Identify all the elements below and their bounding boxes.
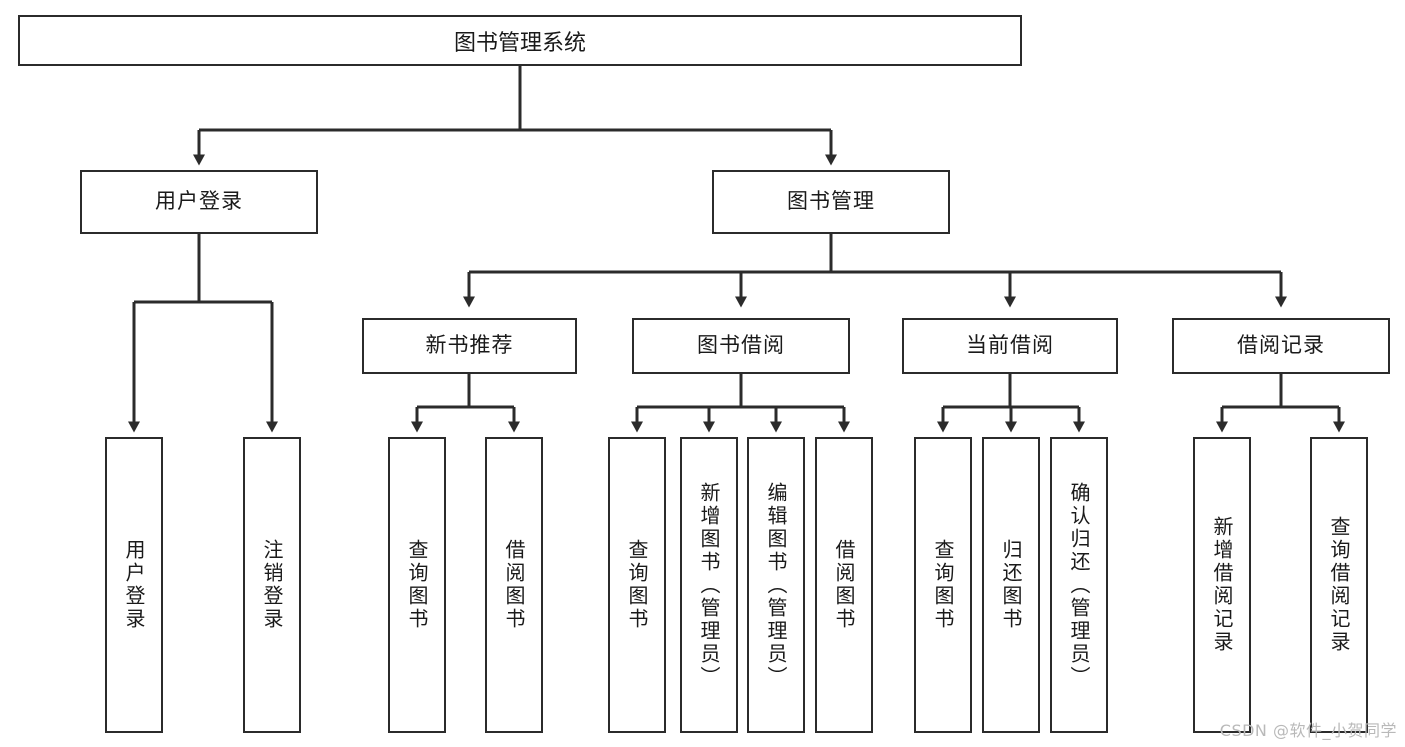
node-current-borrow[interactable]: 当前借阅 xyxy=(902,318,1118,374)
node-leaf-return-book[interactable]: 归还图书 xyxy=(982,437,1040,733)
node-book-management-label: 图书管理 xyxy=(787,189,875,214)
node-user-login-label: 用户登录 xyxy=(155,189,243,214)
node-leaf-add-record[interactable]: 新增借阅记录 xyxy=(1193,437,1251,733)
node-user-login[interactable]: 用户登录 xyxy=(80,170,318,234)
node-leaf-query-book-2[interactable]: 查询图书 xyxy=(608,437,666,733)
node-book-borrow[interactable]: 图书借阅 xyxy=(632,318,850,374)
node-leaf-edit-book-label: 编辑图书（管理员） xyxy=(764,481,788,689)
node-borrow-record[interactable]: 借阅记录 xyxy=(1172,318,1390,374)
node-leaf-borrow-book-2-label: 借阅图书 xyxy=(832,539,856,631)
node-leaf-query-record-label: 查询借阅记录 xyxy=(1327,516,1351,654)
node-leaf-query-book-1[interactable]: 查询图书 xyxy=(388,437,446,733)
node-leaf-query-book-3[interactable]: 查询图书 xyxy=(914,437,972,733)
node-leaf-return-book-label: 归还图书 xyxy=(999,539,1023,631)
node-leaf-query-book-3-label: 查询图书 xyxy=(931,539,955,631)
node-book-management[interactable]: 图书管理 xyxy=(712,170,950,234)
node-leaf-add-book-label: 新增图书（管理员） xyxy=(697,481,721,689)
node-leaf-edit-book[interactable]: 编辑图书（管理员） xyxy=(747,437,805,733)
node-leaf-borrow-book-1-label: 借阅图书 xyxy=(502,539,526,631)
node-leaf-query-book-2-label: 查询图书 xyxy=(625,539,649,631)
node-leaf-confirm-return-label: 确认归还（管理员） xyxy=(1067,481,1091,689)
node-new-book-recommend[interactable]: 新书推荐 xyxy=(362,318,577,374)
node-leaf-user-logout[interactable]: 注销登录 xyxy=(243,437,301,733)
node-leaf-user-logout-label: 注销登录 xyxy=(260,539,284,631)
node-leaf-user-login[interactable]: 用户登录 xyxy=(105,437,163,733)
node-leaf-user-login-label: 用户登录 xyxy=(122,539,146,631)
node-borrow-record-label: 借阅记录 xyxy=(1237,333,1325,358)
node-leaf-borrow-book-1[interactable]: 借阅图书 xyxy=(485,437,543,733)
node-root-system[interactable]: 图书管理系统 xyxy=(18,15,1022,66)
node-leaf-confirm-return[interactable]: 确认归还（管理员） xyxy=(1050,437,1108,733)
node-leaf-add-book[interactable]: 新增图书（管理员） xyxy=(680,437,738,733)
node-leaf-query-record[interactable]: 查询借阅记录 xyxy=(1310,437,1368,733)
node-new-book-recommend-label: 新书推荐 xyxy=(425,333,514,358)
watermark-text: CSDN @软件_小贺同学 xyxy=(1219,721,1397,740)
node-leaf-borrow-book-2[interactable]: 借阅图书 xyxy=(815,437,873,733)
node-current-borrow-label: 当前借阅 xyxy=(966,333,1054,358)
node-root-system-label: 图书管理系统 xyxy=(453,30,586,56)
node-leaf-query-book-1-label: 查询图书 xyxy=(405,539,429,631)
node-leaf-add-record-label: 新增借阅记录 xyxy=(1210,516,1234,654)
node-book-borrow-label: 图书借阅 xyxy=(697,333,785,358)
